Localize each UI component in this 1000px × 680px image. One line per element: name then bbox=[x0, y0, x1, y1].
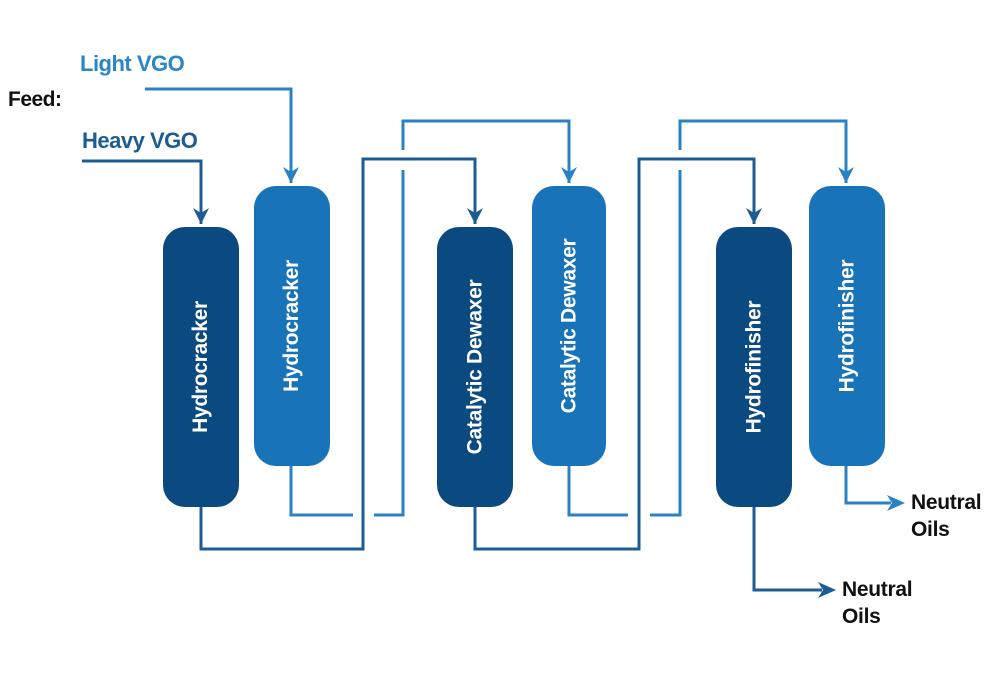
light-vgo-arrow-icon bbox=[283, 167, 299, 183]
light-dewaxer-inlet-arrow-icon bbox=[561, 167, 577, 183]
heavy-hydrofinisher-label: Hydrofinisher bbox=[742, 300, 765, 434]
heavy-hf-inlet-arrow-icon bbox=[746, 208, 762, 224]
heavy-dewaxer-inlet-arrow-icon bbox=[467, 208, 483, 224]
heavy-output-label-line2: Oils bbox=[842, 605, 881, 628]
light-hc-to-dewaxer-line-b bbox=[374, 170, 405, 517]
heavy-hydrocracker-label: Hydrocracker bbox=[189, 301, 213, 433]
heavy-vgo-feed-line bbox=[82, 159, 203, 224]
light-output-label-line2: Oils bbox=[911, 518, 950, 541]
light-output-label-line1: Neutral bbox=[911, 491, 982, 514]
feed-label: Feed: bbox=[8, 88, 62, 111]
light-dewaxer-label: Catalytic Dewaxer bbox=[557, 238, 581, 414]
heavy-hydrofinisher-vessel[interactable]: Hydrofinisher bbox=[716, 227, 792, 507]
heavy-output-line bbox=[752, 505, 822, 592]
heavy-hydrocracker-vessel[interactable]: Hydrocracker bbox=[163, 227, 239, 507]
heavy-vgo-label: Heavy VGO bbox=[82, 128, 198, 153]
heavy-output-label: Neutral Oils bbox=[842, 576, 913, 630]
light-hf-inlet-arrow-icon bbox=[838, 167, 854, 183]
light-dewaxer-to-hf-line-c bbox=[678, 119, 848, 183]
light-output-label: Neutral Oils bbox=[911, 489, 982, 543]
light-output-line bbox=[844, 465, 891, 505]
light-hc-to-dewaxer-line-c bbox=[401, 119, 571, 183]
light-hc-to-dewaxer-line-a bbox=[289, 465, 353, 517]
heavy-vgo-arrow-icon bbox=[193, 208, 209, 224]
light-dewaxer-to-hf-line-b bbox=[650, 170, 682, 517]
light-output-arrow-icon bbox=[887, 495, 905, 511]
light-vgo-label: Light VGO bbox=[80, 51, 185, 76]
light-vgo-feed-line bbox=[145, 87, 293, 183]
light-dewaxer-to-hf-line-a bbox=[567, 465, 628, 517]
light-hydrofinisher-label: Hydrofinisher bbox=[835, 259, 858, 393]
heavy-dewaxer-to-hf-line bbox=[473, 157, 756, 551]
light-hydrocracker-label: Hydrocracker bbox=[280, 260, 304, 392]
heavy-hc-to-dewaxer-line bbox=[199, 157, 477, 551]
heavy-output-label-line1: Neutral bbox=[842, 578, 913, 601]
heavy-dewaxer-label: Catalytic Dewaxer bbox=[463, 279, 487, 455]
light-dewaxer-vessel[interactable]: Catalytic Dewaxer bbox=[532, 186, 606, 466]
light-hydrofinisher-vessel[interactable]: Hydrofinisher bbox=[809, 186, 885, 466]
heavy-dewaxer-vessel[interactable]: Catalytic Dewaxer bbox=[437, 227, 513, 507]
heavy-output-arrow-icon bbox=[818, 582, 836, 598]
light-hydrocracker-vessel[interactable]: Hydrocracker bbox=[254, 186, 330, 466]
